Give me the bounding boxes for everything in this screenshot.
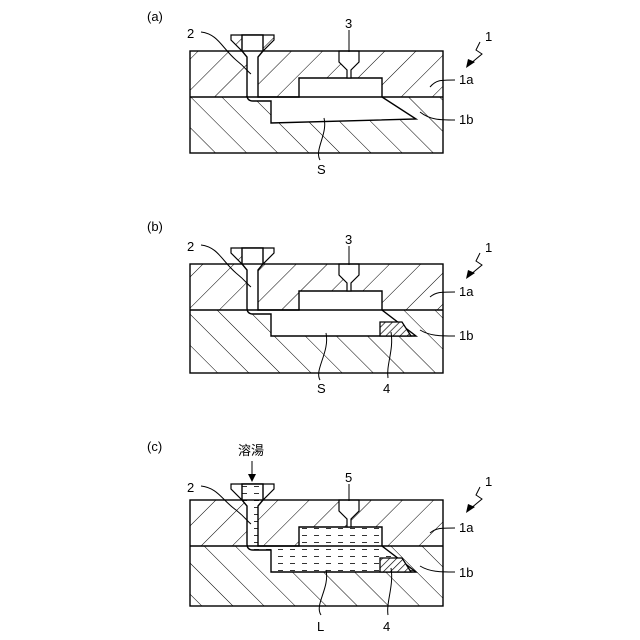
label-vent: 5 (345, 470, 352, 485)
label-liquid: L (317, 619, 324, 634)
label-upper-half: 1a (459, 520, 474, 535)
label-vent: 3 (345, 232, 352, 247)
label-mold: 1 (485, 474, 492, 489)
label-lower-half: 1b (459, 565, 473, 580)
pour-arrow (248, 461, 256, 482)
label-lower-half: 1b (459, 328, 473, 343)
panel-c: (c) 溶湯 2 5 1 1 (147, 439, 492, 634)
mold-body (190, 248, 443, 373)
label-upper-half: 1a (459, 284, 474, 299)
label-lower-half: 1b (459, 112, 473, 127)
label-insert: 4 (383, 619, 390, 634)
label-gate: 2 (187, 239, 194, 254)
mold-number-arrow (466, 253, 482, 279)
panel-tag: (c) (147, 439, 162, 454)
label-vent: 3 (345, 16, 352, 31)
label-molten-metal: 溶湯 (238, 443, 264, 458)
mold-number-arrow (466, 42, 482, 68)
panel-tag: (b) (147, 219, 163, 234)
label-gate: 2 (187, 480, 194, 495)
label-gate: 2 (187, 26, 194, 41)
panel-tag: (a) (147, 9, 163, 24)
mold-number-arrow (466, 487, 482, 513)
label-upper-half: 1a (459, 72, 474, 87)
mold-body (190, 35, 443, 153)
label-cavity: S (317, 381, 326, 396)
mold-body (190, 484, 443, 606)
panel-a: (a) 2 3 1 1a 1b S (147, 9, 492, 177)
label-cavity: S (317, 162, 326, 177)
label-mold: 1 (485, 240, 492, 255)
label-mold: 1 (485, 29, 492, 44)
panel-b: (b) 2 3 1 1a 1b S 4 (147, 219, 492, 396)
label-insert: 4 (383, 381, 390, 396)
